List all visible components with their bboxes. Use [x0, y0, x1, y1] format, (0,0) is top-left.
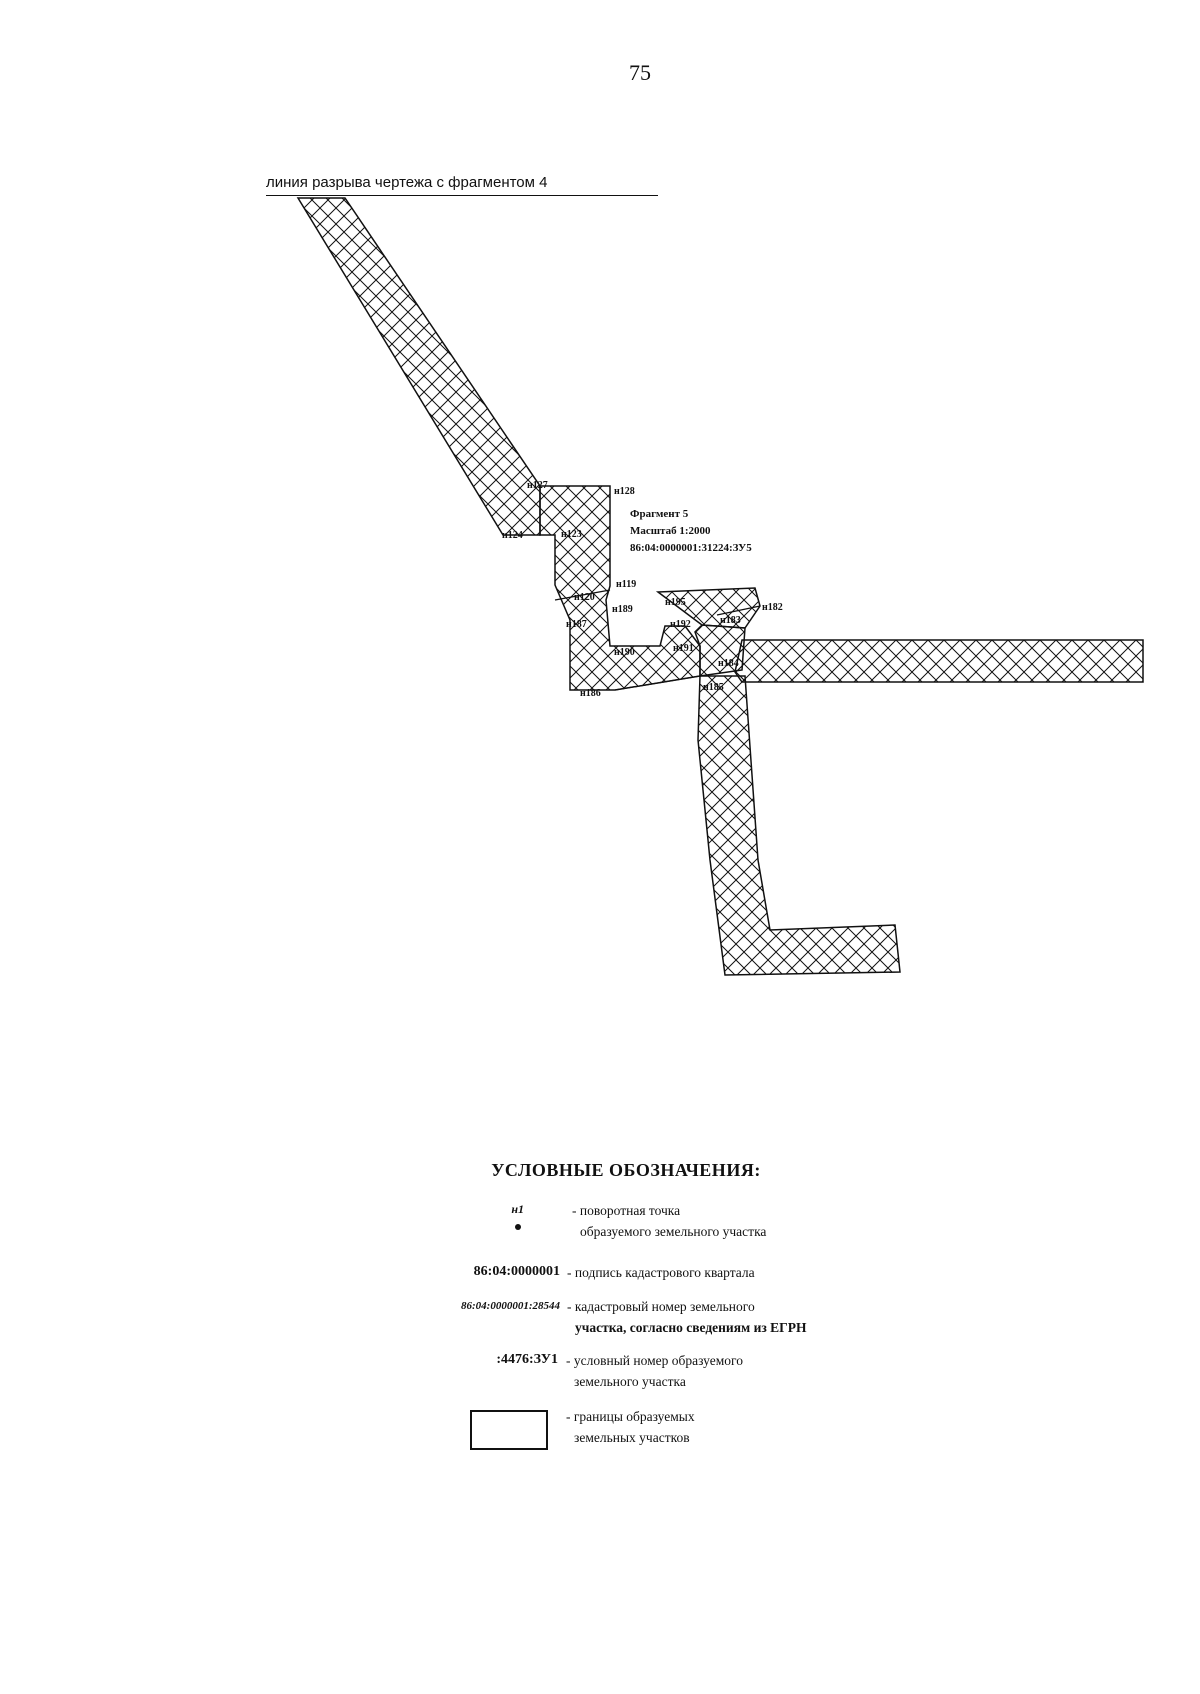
- legend-boundary-box-icon: [470, 1410, 548, 1450]
- point-label-n123: н123: [561, 529, 582, 540]
- parcel-vertical-strip: [697, 675, 901, 976]
- legend-desc-quarter-line1: - подпись кадастрового квартала: [567, 1265, 755, 1280]
- point-label-n127: н127: [527, 480, 548, 491]
- legend-desc-conditional-number-line2: земельного участка: [574, 1374, 686, 1389]
- point-label-n119: н119: [616, 579, 636, 590]
- point-label-n185: н185: [703, 682, 724, 693]
- legend-symbol-cadastral-number: 86:04:0000001:28544: [461, 1300, 560, 1312]
- point-label-n189: н189: [612, 604, 633, 615]
- point-label-n186: н186: [580, 688, 601, 699]
- legend-desc-cadastral-number-line2: участка, согласно сведениям из ЕГРН: [575, 1320, 807, 1335]
- legend-desc-cadastral-number-line1: - кадастровый номер земельного: [567, 1299, 755, 1314]
- legend-desc-conditional-number-line1: - условный номер образуемого: [566, 1353, 743, 1368]
- point-label-n187: н187: [566, 619, 587, 630]
- legend-desc-boundaries-line1: - границы образуемых: [566, 1409, 695, 1424]
- fragment-cadastral-number: 86:04:0000001:31224:ЗУ5: [630, 542, 752, 554]
- legend-desc-boundaries: - границы образуемых земельных участков: [566, 1406, 695, 1448]
- legend-symbol-quarter: 86:04:0000001: [473, 1264, 560, 1279]
- point-label-n192: н192: [670, 619, 691, 630]
- fragment-scale: Масштаб 1:2000: [630, 525, 711, 537]
- parcel-upper-small: [655, 587, 761, 629]
- fragment-title: Фрагмент 5: [630, 508, 689, 520]
- legend-desc-conditional-number: - условный номер образуемого земельного …: [566, 1350, 743, 1392]
- point-label-n190: н190: [614, 647, 635, 658]
- cadastral-map: н127 н128 н124 н123 н119 н120 н189 н187 …: [296, 197, 1144, 976]
- legend-desc-cadastral-number: - кадастровый номер земельного участка, …: [567, 1296, 806, 1338]
- point-label-n124: н124: [502, 530, 523, 541]
- legend-desc-point-line1: - поворотная точка: [572, 1203, 681, 1218]
- inner-boundary-3: [716, 605, 761, 616]
- break-line: [266, 195, 658, 196]
- point-label-n184: н184: [718, 658, 739, 669]
- point-label-n191: н191: [673, 643, 694, 654]
- point-label-n183: н183: [720, 615, 741, 626]
- legend-desc-point: - поворотная точка образуемого земельног…: [572, 1200, 766, 1242]
- legend-title: УСЛОВНЫЕ ОБОЗНАЧЕНИЯ:: [491, 1160, 761, 1180]
- legend-desc-quarter: - подпись кадастрового квартала: [567, 1262, 755, 1283]
- page-number: 75: [629, 60, 651, 85]
- point-marker-icon: [515, 1224, 521, 1230]
- break-line-label: линия разрыва чертежа с фрагментом 4: [266, 174, 548, 191]
- inner-boundary-2: [614, 675, 701, 691]
- legend-symbol-point: н1: [511, 1202, 524, 1216]
- inner-boundary-1: [554, 589, 611, 601]
- legend-desc-point-line2: образуемого земельного участка: [580, 1224, 767, 1239]
- point-label-n182: н182: [762, 602, 783, 613]
- point-label-n195: н195: [665, 597, 686, 608]
- parcel-right-strip: [734, 639, 1144, 683]
- point-label-n128: н128: [614, 486, 635, 497]
- parcel-diagonal-strip: [296, 197, 541, 536]
- legend-desc-boundaries-line2: земельных участков: [574, 1430, 690, 1445]
- fragment-info: Фрагмент 5 Масштаб 1:2000 86:04:0000001:…: [630, 506, 752, 557]
- legend-symbol-conditional-number: :4476:ЗУ1: [496, 1352, 558, 1367]
- point-label-n120: н120: [574, 592, 595, 603]
